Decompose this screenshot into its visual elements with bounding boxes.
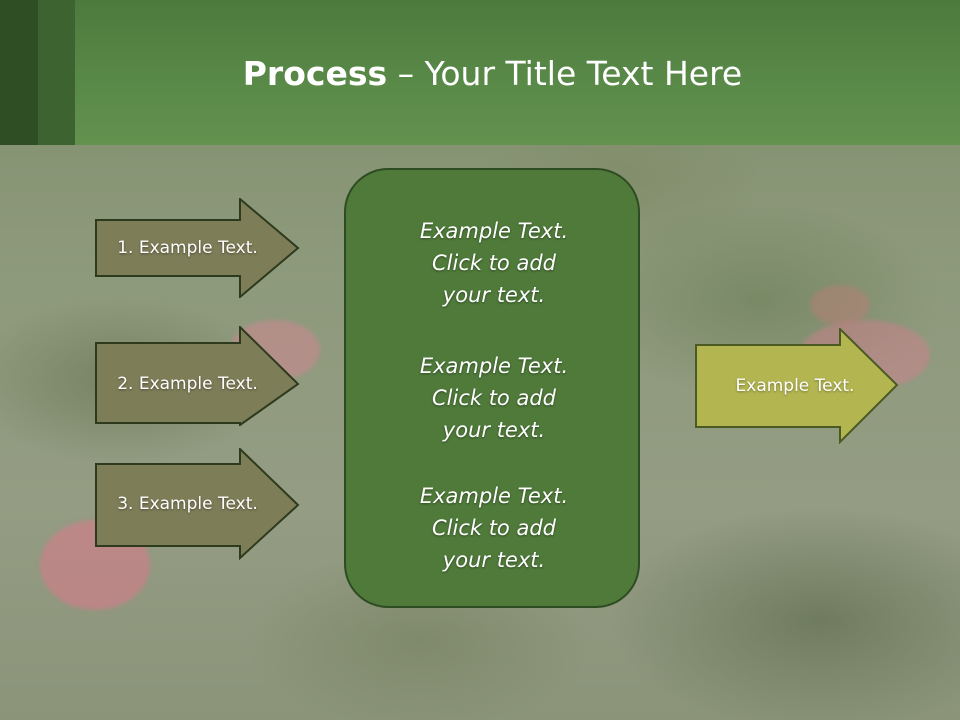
center-line: Example Text. bbox=[419, 354, 569, 378]
flower-shape bbox=[810, 285, 870, 325]
step-arrow-label: 2. Example Text. bbox=[117, 374, 258, 394]
step-arrow-1[interactable]: 1. Example Text. bbox=[95, 198, 300, 298]
header-stripe bbox=[0, 0, 38, 145]
slide-title[interactable]: Process – Your Title Text Here bbox=[0, 54, 960, 93]
header-stripe bbox=[38, 0, 75, 145]
header-band: Process – Your Title Text Here bbox=[0, 0, 960, 145]
step-arrow-label: 1. Example Text. bbox=[117, 238, 258, 258]
center-line: Example Text. bbox=[419, 219, 569, 243]
step-arrow-label: 3. Example Text. bbox=[117, 494, 258, 514]
center-text-box[interactable]: Example Text. Click to add your text. Ex… bbox=[344, 168, 640, 608]
center-line: Click to add bbox=[431, 516, 556, 540]
center-line: your text. bbox=[442, 418, 546, 442]
arrow-shape bbox=[95, 448, 300, 560]
arrow-shape bbox=[95, 326, 300, 426]
step-arrow-3[interactable]: 3. Example Text. bbox=[95, 448, 300, 560]
center-line: Click to add bbox=[431, 386, 556, 410]
title-rest: – Your Title Text Here bbox=[387, 54, 743, 93]
center-line: Click to add bbox=[431, 251, 556, 275]
arrow-shape bbox=[695, 328, 899, 444]
center-text-block-1: Example Text. Click to add your text. bbox=[346, 215, 642, 311]
center-line: your text. bbox=[442, 283, 546, 307]
result-arrow[interactable]: Example Text. bbox=[695, 328, 900, 444]
center-line: your text. bbox=[442, 548, 546, 572]
arrow-shape bbox=[95, 198, 300, 298]
center-text-block-3: Example Text. Click to add your text. bbox=[346, 480, 642, 576]
center-line: Example Text. bbox=[419, 484, 569, 508]
result-arrow-label: Example Text. bbox=[735, 376, 855, 396]
step-arrow-2[interactable]: 2. Example Text. bbox=[95, 326, 300, 426]
center-text-block-2: Example Text. Click to add your text. bbox=[346, 350, 642, 446]
title-bold: Process bbox=[242, 54, 388, 93]
